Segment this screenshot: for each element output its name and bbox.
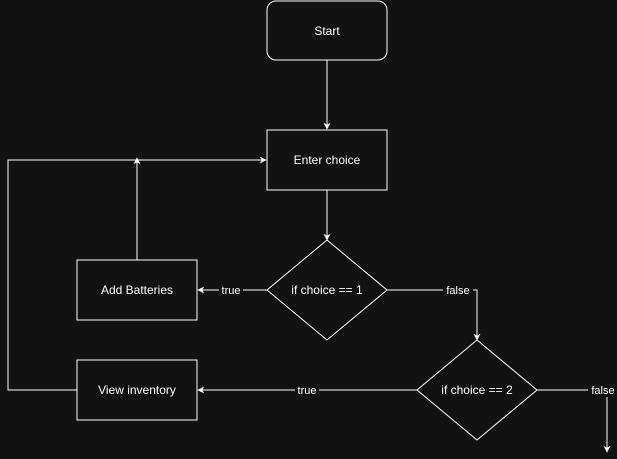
edge-label-choice1-true: true [222,285,241,297]
node-enter-choice-label: Enter choice [294,153,361,167]
edge-if2-false-out [537,389,611,453]
edge-add-to-enter [136,156,267,260]
node-start[interactable]: Start [266,0,388,61]
edge-view-to-enter [7,159,137,391]
node-enter-choice[interactable]: Enter choice [266,129,388,191]
edge-label-choice2-false: false [591,385,614,397]
edge-if1-false-to-if2 [387,289,481,341]
node-add-batteries[interactable]: Add Batteries [76,259,198,321]
node-if-choice-1[interactable]: if choice == 1 [266,239,388,341]
node-add-batteries-label: Add Batteries [101,283,173,297]
node-view-inventory[interactable]: View inventory [76,359,198,421]
edge-label-choice2-true: true [298,385,317,397]
node-view-inventory-label: View inventory [98,383,176,397]
node-if-choice-2-label: if choice == 2 [441,383,513,397]
node-start-label: Start [314,24,340,38]
node-if-choice-1-label: if choice == 1 [291,283,363,297]
node-if-choice-2[interactable]: if choice == 2 [416,339,538,441]
edge-label-choice1-false: false [446,285,469,297]
